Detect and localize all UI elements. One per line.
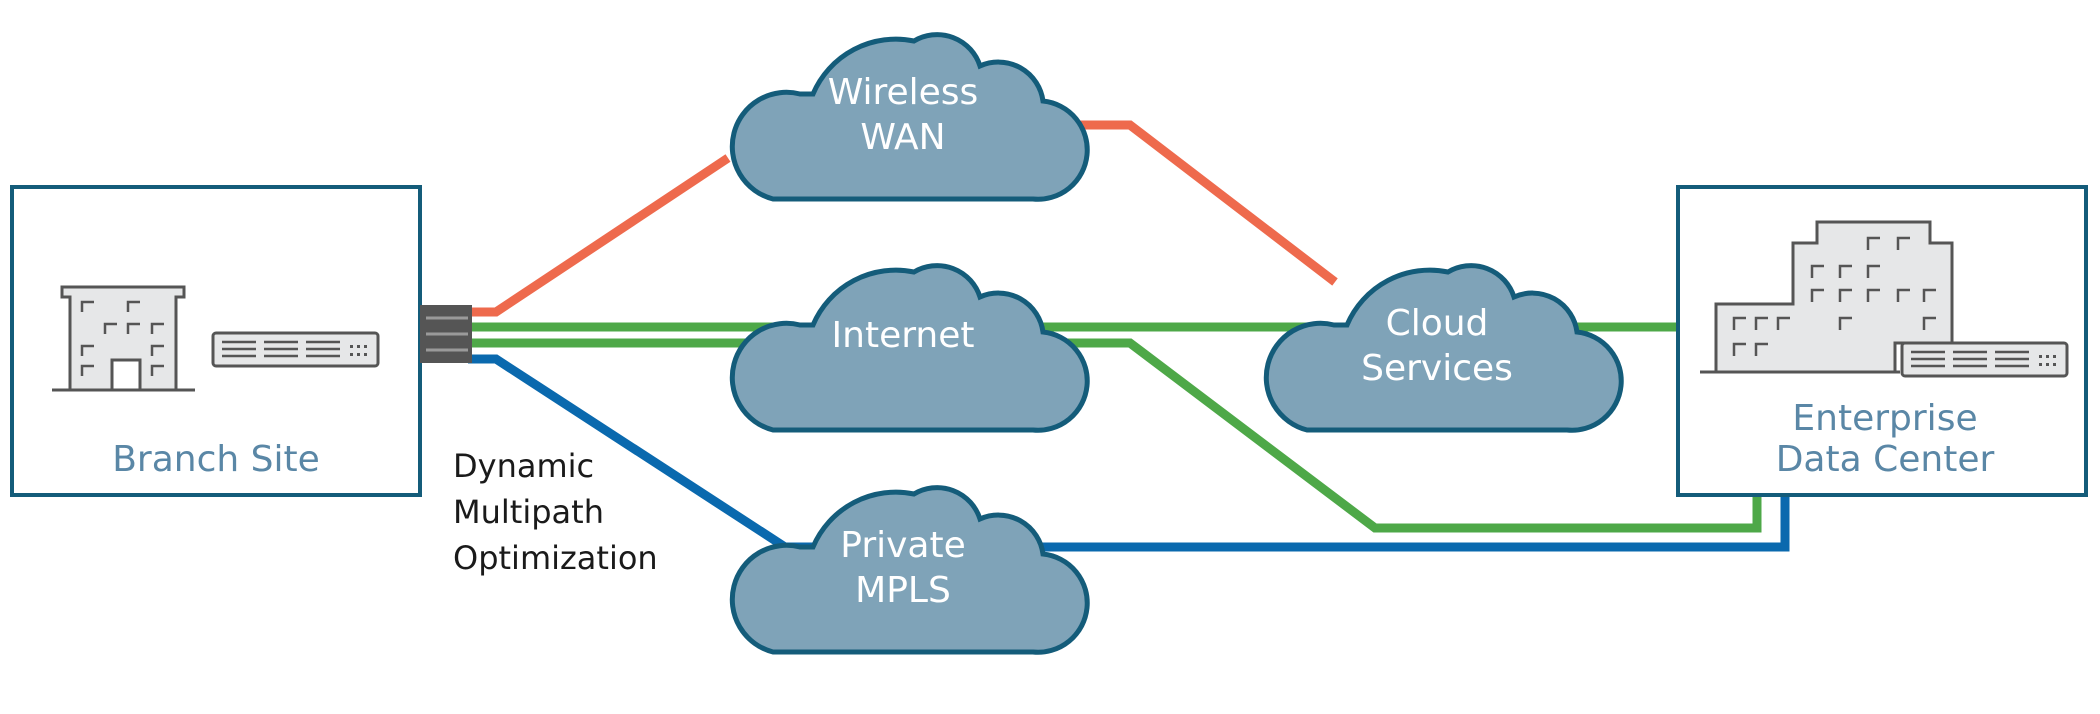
private-mpls-cloud: Private MPLS xyxy=(732,488,1087,653)
datacenter-label-line1: Enterprise xyxy=(1792,398,1977,439)
private-mpls-label-line2: MPLS xyxy=(855,570,951,611)
wireless-wan-cloud: Wireless WAN xyxy=(732,35,1087,200)
datacenter-label-line2: Data Center xyxy=(1776,439,1995,480)
wireless-to-cloud-services-link xyxy=(1070,120,1338,286)
branch-site-label: Branch Site xyxy=(112,439,320,480)
router-icon xyxy=(211,331,380,368)
wireless-wan-label-line2: WAN xyxy=(860,117,945,158)
router-icon xyxy=(1900,341,2069,378)
dmo-line2: Multipath xyxy=(453,493,604,531)
datacenter-box: Enterprise Data Center xyxy=(1676,185,2088,497)
private-mpls-label-line1: Private xyxy=(840,525,966,566)
cloud-services-label-line2: Services xyxy=(1361,348,1513,389)
wireless-wan-link xyxy=(468,154,731,317)
dmo-line1: Dynamic xyxy=(453,447,594,485)
cloud-services-cloud: Cloud Services xyxy=(1266,266,1621,431)
internet-label: Internet xyxy=(832,315,975,356)
internet-cloud: Internet xyxy=(732,266,1087,431)
cloud-services-label-line1: Cloud xyxy=(1386,303,1489,344)
dmo-line3: Optimization xyxy=(453,539,658,577)
building-icon xyxy=(1700,220,1954,374)
branch-site-box: Branch Site xyxy=(10,185,422,497)
wireless-wan-label-line1: Wireless xyxy=(828,72,979,113)
dmo-label: Dynamic Multipath Optimization xyxy=(453,447,658,577)
building-icon xyxy=(52,285,195,392)
multipath-connector xyxy=(420,305,472,363)
